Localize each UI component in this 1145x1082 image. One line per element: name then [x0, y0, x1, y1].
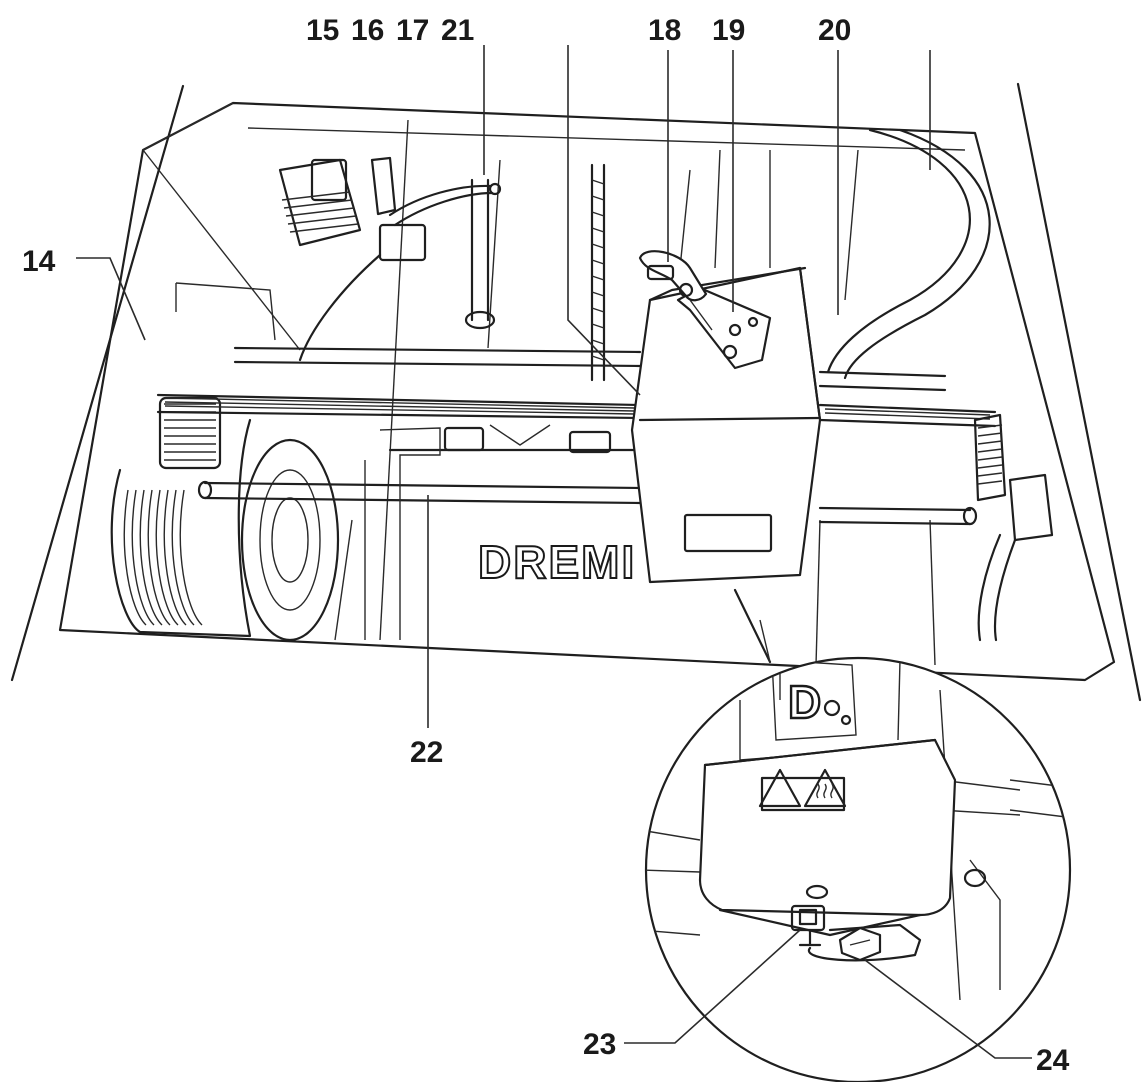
callout-16: 16: [351, 14, 384, 47]
callout-21: 21: [441, 14, 474, 47]
ribbon-cable: [826, 128, 991, 380]
brand-text: DREMI: [478, 536, 636, 588]
svg-text:!: !: [775, 782, 782, 807]
leader-lines: [76, 45, 1032, 1059]
extruder-motor: [278, 156, 502, 362]
detail-logo: D: [788, 676, 821, 728]
callout-20: 20: [818, 14, 851, 47]
callout-19: 19: [712, 14, 745, 47]
callout-22: 22: [410, 736, 443, 769]
callout-17: 17: [396, 14, 429, 47]
nozzle-detail: ! D: [644, 656, 1072, 1082]
x-axis-rods: [156, 346, 1054, 642]
filament-spool: [110, 396, 340, 642]
callout-23: 23: [583, 1028, 616, 1061]
callout-14: 14: [22, 245, 56, 278]
printer-frame: [10, 82, 1142, 702]
print-head: [630, 250, 822, 584]
callout-18: 18: [648, 14, 681, 47]
callout-24: 24: [1036, 1044, 1070, 1077]
callout-15: 15: [306, 14, 339, 47]
z-axis: [464, 163, 606, 382]
callout-labels: 14 15 16 17 21 18 19 20 22 23 24: [22, 14, 1070, 1077]
zoom-connector: [733, 588, 772, 664]
